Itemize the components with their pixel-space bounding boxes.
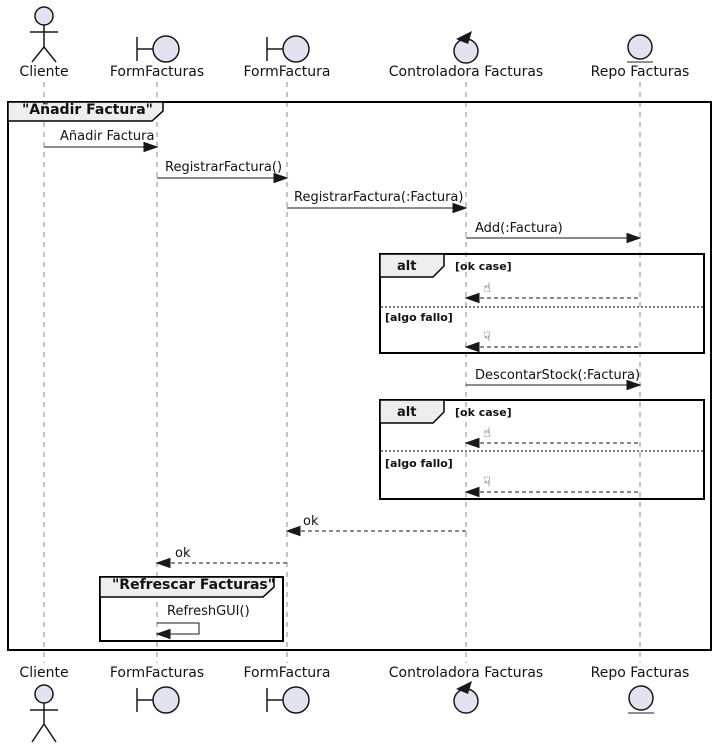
thumbs-down-icon: ☟: [483, 475, 491, 490]
arrowhead: [155, 557, 171, 569]
participant-icons-top: [30, 6, 653, 64]
arrowhead: [452, 202, 468, 214]
alt2-guard-fail: [algo fallo]: [385, 457, 453, 470]
alt-frame-1: [379, 253, 705, 354]
message-label-descontar-stock: DescontarStock(:Factura): [475, 368, 641, 383]
arrowhead: [626, 232, 642, 244]
message-label-registrar-factura-param: RegistrarFactura(:Factura): [294, 190, 464, 205]
alt1-guard-fail: [algo fallo]: [385, 311, 453, 324]
alt2-guard-ok: [ok case]: [455, 406, 512, 419]
arrowhead: [464, 437, 480, 449]
control-icon: [453, 31, 479, 64]
alt2-operator-label: alt: [397, 405, 417, 420]
message-label-refresh-gui: RefreshGUI(): [167, 604, 250, 619]
participant-label-controladora-bottom: Controladora Facturas: [388, 665, 544, 681]
arrowhead: [464, 292, 480, 304]
participant-icons-bottom: [30, 681, 654, 743]
refresh-frame: [99, 576, 284, 642]
arrowhead: [464, 486, 480, 498]
arrowhead: [143, 141, 159, 153]
message-label-add-factura: Add(:Factura): [475, 221, 563, 236]
message-label-registrar-factura: RegistrarFactura(): [165, 160, 283, 175]
arrowhead: [626, 379, 642, 391]
participant-label-repo-top: Repo Facturas: [590, 64, 690, 80]
boundary-icon: [266, 35, 310, 63]
boundary-icon: [136, 686, 180, 714]
alt-frame-1-tab: [379, 253, 445, 278]
arrowhead: [273, 172, 289, 184]
entity-icon: [627, 34, 653, 63]
thumbs-up-icon: ☝: [483, 281, 491, 296]
arrowhead: [155, 628, 171, 640]
alt1-operator-label: alt: [397, 259, 417, 274]
entity-icon: [628, 685, 654, 714]
arrowhead: [464, 341, 480, 353]
message-label-ok-reply-1: ok: [303, 514, 319, 529]
participant-label-cliente-bottom: Cliente: [19, 665, 69, 681]
participant-label-formfacturas-bottom: FormFacturas: [109, 665, 205, 681]
arrow-refresh-gui-self: [157, 622, 200, 635]
boundary-icon: [266, 686, 310, 714]
thumbs-down-icon: ☟: [483, 330, 491, 345]
participant-label-formfacturas-top: FormFacturas: [109, 64, 205, 80]
main-frame-title-tab: [7, 101, 164, 122]
alt-frame-2: [379, 399, 705, 500]
participant-label-formfactura-top: FormFactura: [243, 64, 331, 80]
participant-label-cliente-top: Cliente: [19, 64, 69, 80]
thumbs-up-icon: ☝: [483, 426, 491, 441]
main-frame: [7, 101, 712, 651]
participant-label-repo-bottom: Repo Facturas: [590, 665, 690, 681]
arrowhead: [285, 525, 301, 537]
alt1-guard-ok: [ok case]: [455, 260, 512, 273]
message-arrows: [44, 141, 642, 640]
alt-frame-2-tab: [379, 399, 445, 424]
actor-icon: [30, 6, 58, 63]
refresh-frame-title-tab: [99, 576, 275, 598]
main-frame-title: "Añadir Factura": [22, 102, 153, 118]
actor-icon: [30, 684, 58, 743]
message-label-ok-reply-2: ok: [175, 546, 191, 561]
lifelines: [43, 82, 641, 663]
message-label-anadir-factura: Añadir Factura: [60, 129, 155, 144]
refresh-frame-title: "Refrescar Facturas": [112, 577, 276, 593]
control-icon: [453, 681, 479, 714]
boundary-icon: [136, 35, 180, 63]
participant-label-controladora-top: Controladora Facturas: [388, 64, 544, 80]
participant-label-formfactura-bottom: FormFactura: [243, 665, 331, 681]
